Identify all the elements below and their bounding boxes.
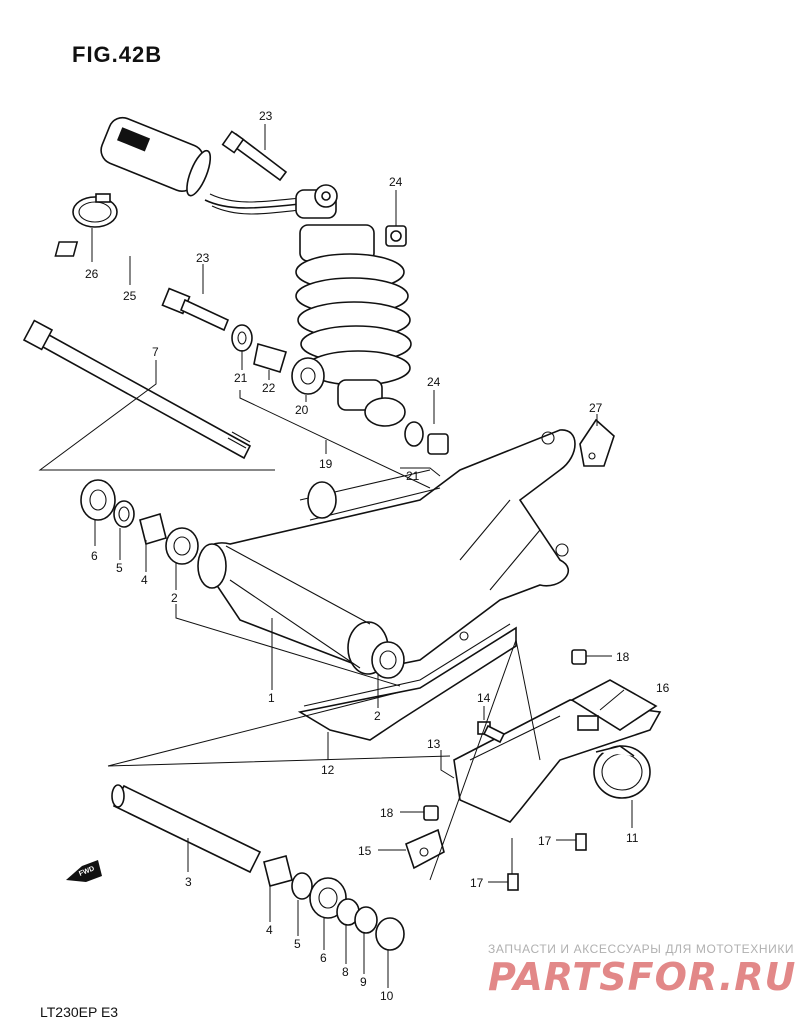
lower-bolt-23 [161, 287, 230, 332]
callout-5-upper: 5 [116, 561, 123, 575]
nut-24-upper [385, 225, 407, 247]
bearing-set-left-upper [80, 479, 199, 565]
fwd-arrow-icon [66, 860, 102, 882]
callout-21-lower: 21 [406, 469, 420, 483]
swingarm-1 [197, 429, 576, 675]
callout-6-upper: 6 [91, 549, 98, 563]
callout-25: 25 [123, 289, 137, 303]
callout-16: 16 [656, 681, 670, 695]
leader-lines [38, 124, 633, 988]
clamp-15 [405, 828, 445, 870]
callout-24-upper: 24 [389, 175, 403, 189]
skid-plate-12 [297, 623, 517, 741]
callout-26: 26 [85, 267, 99, 281]
watermark-caption: ЗАПЧАСТИ И АКСЕССУАРЫ ДЛЯ МОТОТЕХНИКИ [488, 942, 795, 956]
callout-22: 22 [262, 381, 276, 395]
boot-11 [593, 745, 651, 799]
nut-18-upper [571, 649, 587, 665]
callout-8: 8 [342, 965, 349, 979]
hose-clamp-26 [72, 193, 118, 228]
callout-12: 12 [321, 763, 335, 777]
screw-17-lower [507, 873, 519, 891]
callout-2-upper: 2 [171, 591, 178, 605]
callout-19: 19 [319, 457, 333, 471]
callout-10: 10 [380, 989, 394, 1003]
callout-18-lower: 18 [380, 806, 394, 820]
callout-23-upper: 23 [259, 109, 273, 123]
bracket-16 [570, 679, 658, 731]
callout-21-upper: 21 [234, 371, 248, 385]
pivot-shaft-7 [22, 319, 252, 460]
bolt-14 [477, 721, 506, 744]
watermark-logo: PARTSFOR.RU [488, 955, 797, 999]
callout-17-right: 17 [538, 834, 552, 848]
model-code: LT230EP E3 [40, 1004, 119, 1020]
sleeve-3 [111, 784, 262, 874]
nut-18-lower [423, 805, 439, 821]
callout-1: 1 [268, 691, 275, 705]
bearing-2-right [371, 641, 405, 679]
figure-title: FIG.42B [72, 42, 163, 67]
callout-4-lower: 4 [266, 923, 273, 937]
callout-15: 15 [358, 844, 372, 858]
callout-9: 9 [360, 975, 367, 989]
callout-5-lower: 5 [294, 937, 301, 951]
callout-11: 11 [626, 831, 639, 845]
callout-labels: 23 24 26 25 23 7 21 22 20 24 19 21 27 6 … [85, 109, 670, 1003]
bearing-set-lower [263, 855, 405, 951]
screw-17-right [575, 833, 587, 851]
spacer-22 [253, 342, 287, 374]
callout-24-lower: 24 [427, 375, 441, 389]
upper-bolt-23 [221, 130, 288, 182]
washer-21-upper [231, 324, 253, 352]
callout-4-upper: 4 [141, 573, 148, 587]
callout-14: 14 [477, 691, 491, 705]
callout-13: 13 [427, 737, 441, 751]
bushing-20 [291, 357, 325, 395]
callout-7: 7 [152, 345, 159, 359]
callout-6-lower: 6 [320, 951, 327, 965]
callout-2-right: 2 [374, 709, 381, 723]
washer-24-lower [404, 421, 449, 455]
callout-20: 20 [295, 403, 309, 417]
callout-27: 27 [589, 401, 603, 415]
chain-guide-27 [579, 418, 615, 467]
clip-25 [54, 241, 79, 257]
callout-17-lower: 17 [470, 876, 484, 890]
callout-23-lower: 23 [196, 251, 210, 265]
callout-18-upper: 18 [616, 650, 630, 664]
callout-3: 3 [185, 875, 192, 889]
